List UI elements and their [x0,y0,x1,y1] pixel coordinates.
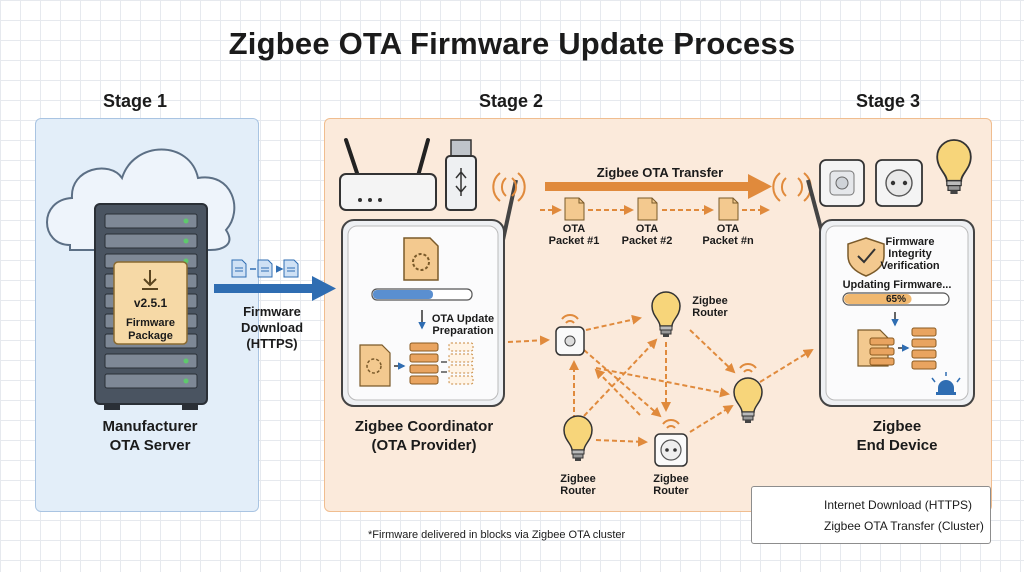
end-device-progress-bar [842,292,950,306]
ota-transfer-arrow [545,174,772,199]
prep-label-line1: OTA Update [431,313,495,325]
coordinator-doc-icon [403,237,439,281]
verify-label-line1: Firmware [885,236,935,248]
bulb-center [733,363,763,424]
stage-3-label: Stage 3 [856,91,921,111]
page-title: Zigbee OTA Firmware Update Process [228,26,796,61]
router-bottom-label-line2: Router [653,485,689,497]
server-label-line1: Manufacturer [102,418,198,435]
prep-label-line2: Preparation [432,325,494,337]
firmware-package-icon [113,261,188,345]
progress-percent: 65% [885,294,906,305]
mesh-transfer-arrows [507,314,814,447]
end-device-label-line2: End Device [856,437,938,454]
download-label-line3: (HTTPS) [246,336,298,351]
https-download-arrow [214,276,336,301]
packet-2-label-line2: Packet #2 [621,235,673,247]
router-top-label-line1: Zigbee [692,295,728,307]
router-bulb-top [651,291,681,338]
package-label-line1: Firmware [126,317,175,329]
ota-transfer-label: Zigbee OTA Transfer [596,165,724,180]
verify-label-line3: Verification [880,260,940,272]
alert-beacon-icon [931,372,961,395]
packet-n-label-line1: OTA [716,223,740,235]
packet-2-label-line1: OTA [635,223,659,235]
shield-check-icon [847,237,885,277]
usb-dongle-icon [445,139,477,211]
legend-internet-label: Internet Download (HTTPS) [824,498,973,512]
smart-bulb-icon [936,139,972,195]
router-top-label-line2: Router [692,307,728,319]
packet-1-label-line2: Packet #1 [548,235,600,247]
router-outlet-bottom [654,419,688,467]
coordinator-progress-bar [371,288,473,301]
end-device-label-line1: Zigbee [872,418,922,435]
updating-label: Updating Firmware... [842,279,952,291]
motion-sensor-icon [819,159,865,207]
mesh-hub-node [555,314,585,356]
router-bulb-bottom-left [563,415,593,462]
stage-2-label: Stage 2 [479,91,544,111]
coordinator-label-line2: (OTA Provider) [371,437,477,454]
ota-packet-icons [540,197,770,221]
smart-plug-icon [875,159,923,207]
coordinator-label-line1: Zigbee Coordinator [354,418,494,435]
download-label-line1: Firmware [243,304,301,319]
router-bl-label-line2: Router [560,485,596,497]
firmware-version: v2.5.1 [133,296,168,310]
end-device-blocks-icon [857,327,937,370]
stage-1-label: Stage 1 [103,91,168,111]
download-docs-icon [231,259,299,278]
router-icon [339,138,437,211]
download-label-line2: Download [240,320,304,335]
packet-n-label-line2: Packet #n [702,235,754,247]
coordinator-blocks-icon [359,342,474,387]
signal-waves-left [492,172,526,202]
legend [751,486,991,544]
router-bl-label-line1: Zigbee [560,473,596,485]
packet-1-label-line1: OTA [562,223,586,235]
server-label-line2: OTA Server [109,437,191,454]
package-label-line2: Package [128,330,173,342]
router-bottom-label-line1: Zigbee [653,473,689,485]
legend-zigbee-label: Zigbee OTA Transfer (Cluster) [824,519,984,533]
signal-waves-right [772,172,812,202]
verify-label-line2: Integrity [888,248,932,260]
footnote: *Firmware delivered in blocks via Zigbee… [368,529,626,541]
